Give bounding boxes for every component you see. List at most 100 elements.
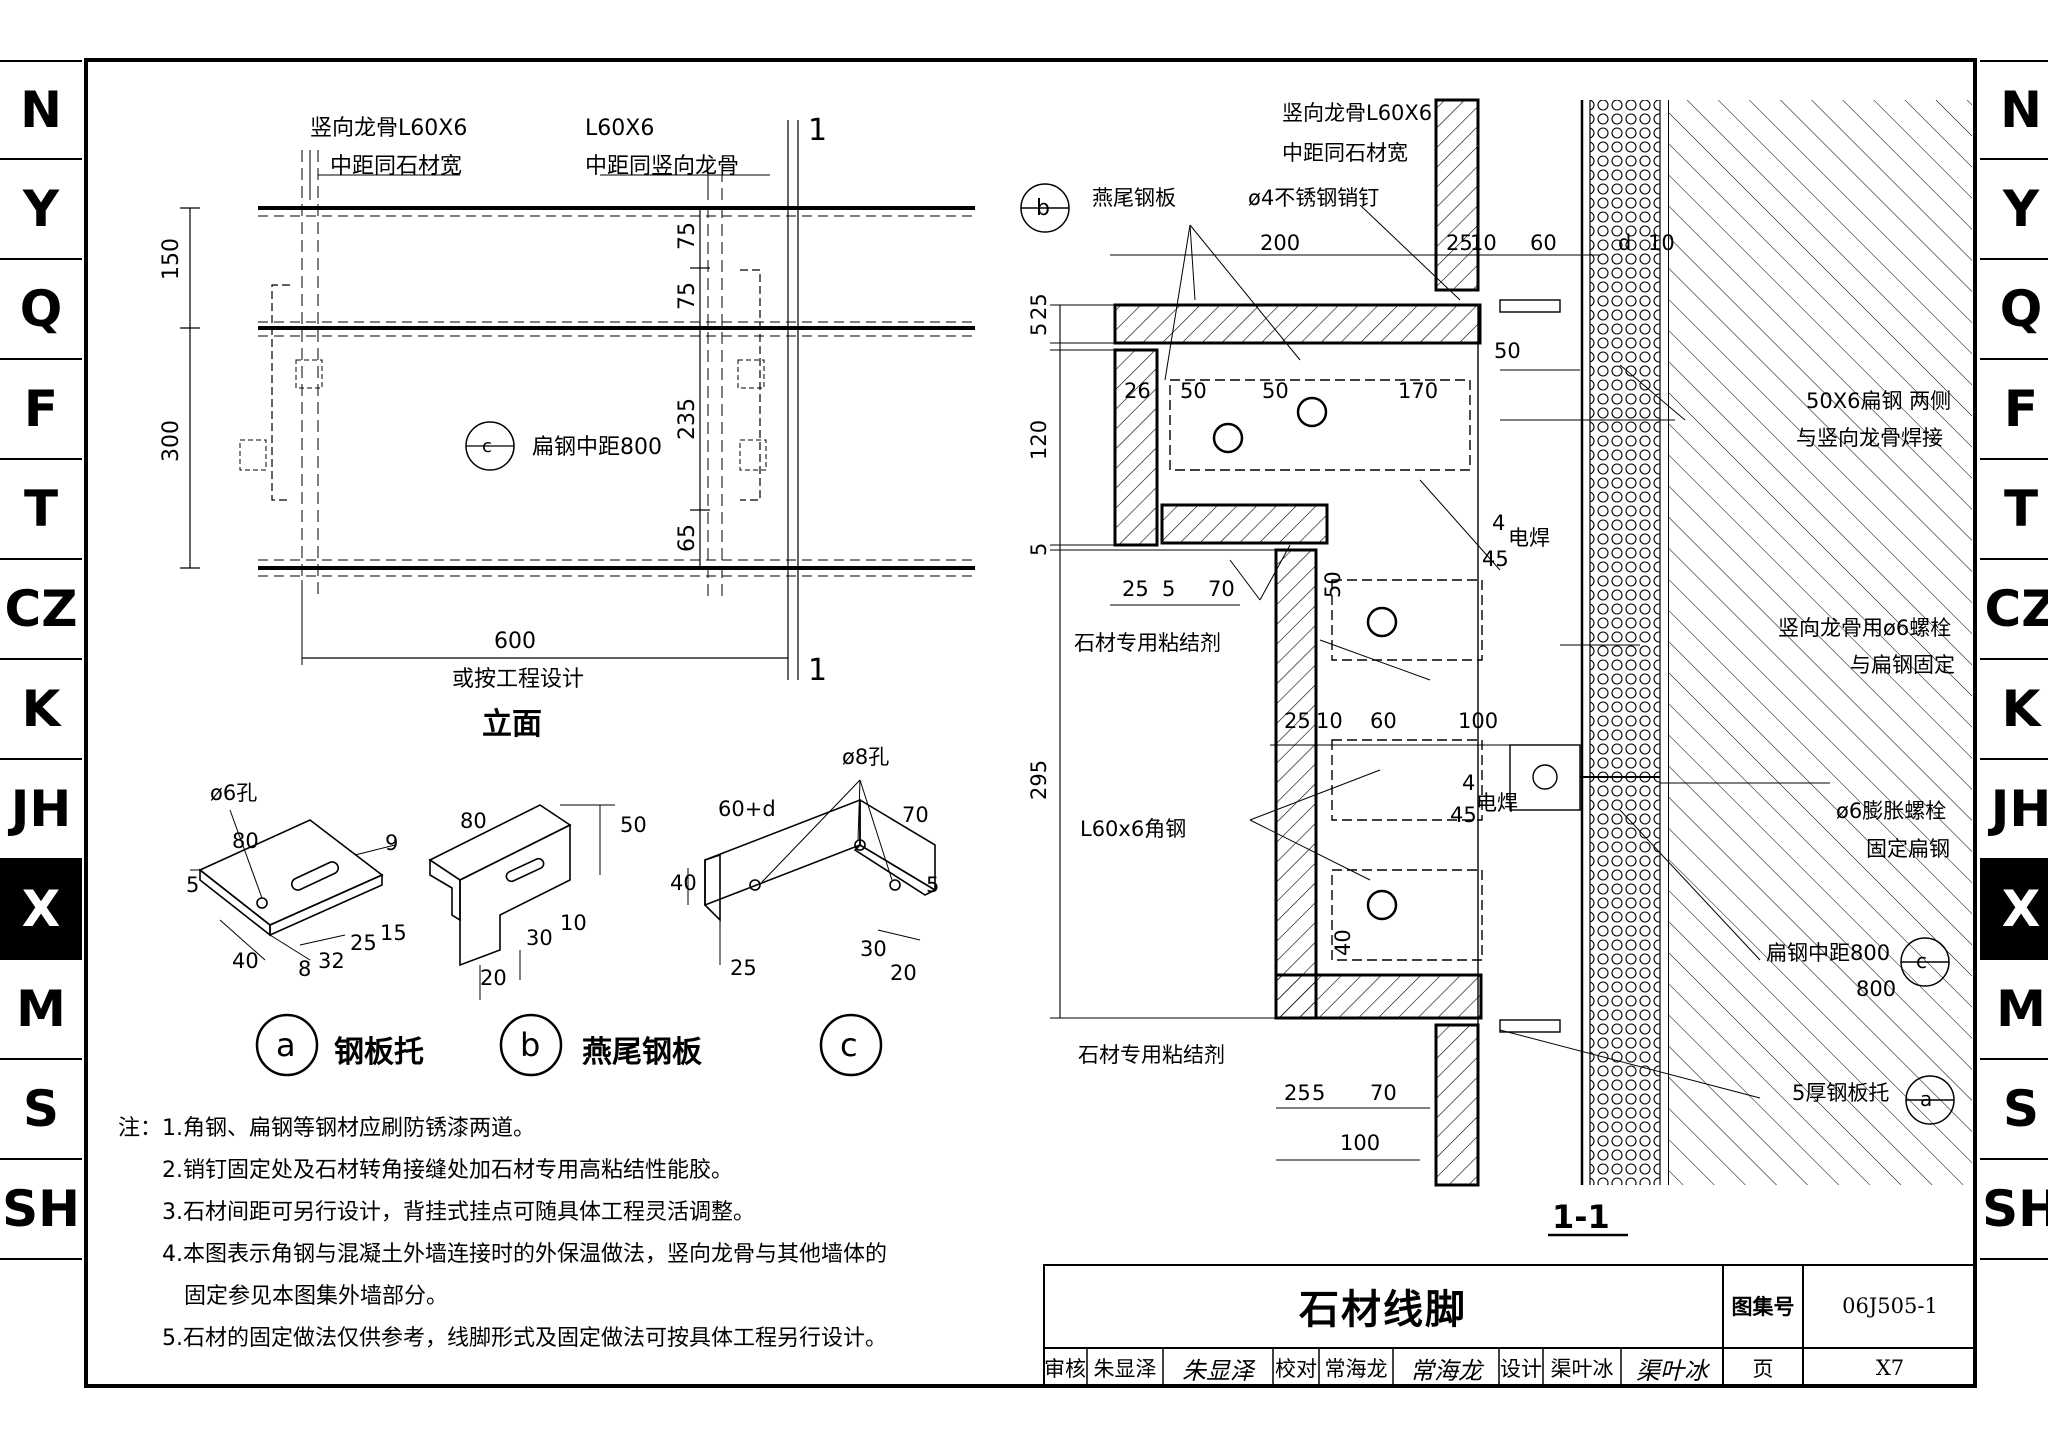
detail-c-5: 5 [926,873,939,897]
sec-dim-50b: 50 [1180,379,1207,403]
tab-n-left[interactable]: N [0,60,82,160]
designer-signature: 渠叶冰 [1636,1356,1708,1385]
tab-f-left[interactable]: F [0,360,82,460]
sec-dim-5b: 5 [1027,543,1051,556]
tab-t-left[interactable]: T [0,460,82,560]
detail-c-60d: 60+d [718,797,776,821]
title-block: 石材线脚 图集号 06J505-1 页 X7 审核 朱显泽 朱显泽 校对 常海龙… [1043,1264,1977,1388]
tab-x-right-active[interactable]: X [1980,860,2048,960]
sec-dim-70: 70 [1208,577,1235,601]
tab-s-left[interactable]: S [0,1060,82,1160]
tab-n-right[interactable]: N [1980,60,2048,160]
sec-dim-800: 800 [1856,977,1896,1001]
page-label: 页 [1752,1357,1774,1381]
dim-235: 235 [675,398,700,440]
sec-dim-120: 120 [1027,420,1051,460]
tab-q-left[interactable]: Q [0,260,82,360]
sec-dim-170: 170 [1398,379,1438,403]
detail-a-drawing [190,819,396,961]
detail-b-20: 20 [480,966,507,990]
tab-sh-right[interactable]: SH [1980,1160,2048,1260]
sec-weld-45b: 45 [1450,803,1477,827]
sec-pin-label: ø4不锈钢销钉 [1248,186,1379,210]
callout-c-letter: c [840,1026,858,1064]
sec-dim-25e: 25 [1284,1081,1311,1105]
sec-dim-5d: 5 [1312,1081,1325,1105]
note-5: 5.石材的固定做法仅供参考，线脚形式及固定做法可按具体工程另行设计。 [162,1326,887,1351]
sec-dim-50: 50 [1494,339,1521,363]
sec-bolt-label-2: 与扁钢固定 [1850,653,1955,677]
tab-sh-left[interactable]: SH [0,1160,82,1260]
tab-y-right[interactable]: Y [1980,160,2048,260]
section-steel [1169,299,1660,1033]
sec-keel-spacing: 中距同石材宽 [1282,141,1408,165]
detail-leaders [229,779,893,899]
callout-a-letter: a [276,1026,296,1064]
detail-c-70: 70 [902,803,929,827]
callout-b-letter: b [520,1026,540,1064]
sec-dim-50d: 50 [1321,571,1345,598]
design-label: 设计 [1500,1357,1542,1381]
sec-dim-26: 26 [1124,379,1151,403]
tab-k-right[interactable]: K [1980,660,2048,760]
detail-a-name: 钢板托 [334,1035,424,1070]
elevation-labels: 竖向龙骨L60X6 中距同石材宽 L60X6 中距同竖向龙骨 1 1 150 3… [159,113,827,742]
section-dimlines [1050,254,1600,1161]
detail-c-hole: ø8孔 [842,745,889,769]
sec-dim-60: 60 [1530,231,1557,255]
tab-k-left[interactable]: K [0,660,82,760]
sec-dim-5a: 5 [1027,323,1051,336]
tab-jh-left[interactable]: JH [0,760,82,860]
tab-f-right[interactable]: F [1980,360,2048,460]
sec-flat-steel: 50X6扁钢 两侧 [1806,389,1951,413]
detail-b-80: 80 [460,809,487,833]
right-tab-index: N Y Q F T CZ K JH X M S SH [1980,60,2048,1260]
tab-q-right[interactable]: Q [1980,260,2048,360]
drawing-frame [84,58,1977,1388]
sec-dim-5c: 5 [1162,577,1175,601]
detail-c-drawing [687,798,937,965]
drawing-notes: 注：1.角钢、扁钢等钢材应刷防锈漆两道。 2.销钉固定处及石材转角接缝处加石材专… [118,1108,1038,1360]
tab-m-left[interactable]: M [0,960,82,1060]
sec-dim-d: d [1618,231,1631,255]
sec-keel-label: 竖向龙骨L60X6 [1282,101,1432,125]
sec-dim-295: 295 [1027,760,1051,800]
tab-cz-left[interactable]: CZ [0,560,82,660]
dim-600: 600 [494,629,536,654]
detail-b-name: 燕尾钢板 [582,1035,702,1070]
sec-dim-60b: 60 [1370,709,1397,733]
note-4-cont: 固定参见本图集外墙部分。 [184,1284,449,1309]
detail-a-hole: ø6孔 [210,781,257,805]
check-label: 校对 [1275,1357,1317,1381]
sec-dim-50c: 50 [1262,379,1289,403]
sec-callout-b: b [1036,196,1050,221]
section-mark-top: 1 [808,113,827,148]
note-2: 2.销钉固定处及石材转角接缝处加石材专用高粘结性能胶。 [162,1158,733,1183]
tab-cz-right[interactable]: CZ [1980,560,2048,660]
tab-m-right[interactable]: M [1980,960,2048,1060]
tab-jh-right[interactable]: JH [1980,760,2048,860]
sec-flat-steel-2: 与竖向龙骨焊接 [1796,426,1943,450]
detail-b-10: 10 [560,911,587,935]
elevation-title: 立面 [482,707,542,742]
sec-exp-label-1: ø6膨胀螺栓 [1836,799,1946,823]
sec-dim-25: 25 [1446,231,1473,255]
detail-c-20: 20 [890,961,917,985]
sec-weld-4b: 4 [1462,771,1475,795]
tab-s-right[interactable]: S [1980,1060,2048,1160]
sec-dim-100: 100 [1458,709,1498,733]
tab-x-left-active[interactable]: X [0,860,82,960]
detail-b-drawing [428,804,615,1000]
note-3: 3.石材间距可另行设计，背挂式挂点可随具体工程灵活调整。 [162,1200,755,1225]
reviewer-signature: 朱显泽 [1182,1356,1254,1385]
section-wall [1580,100,1972,1185]
tab-t-right[interactable]: T [1980,460,2048,560]
atlas-number-value: 06J505-1 [1842,1294,1938,1318]
checker-name: 常海龙 [1324,1357,1388,1381]
sec-adhesive-2: 石材专用粘结剂 [1078,1043,1225,1067]
sec-weld-label-1: 电焊 [1508,526,1550,550]
detail-b-50: 50 [620,813,647,837]
tab-y-left[interactable]: Y [0,160,82,260]
sec-dovetail-label: 燕尾钢板 [1092,186,1176,210]
dim-75a: 75 [675,222,700,250]
